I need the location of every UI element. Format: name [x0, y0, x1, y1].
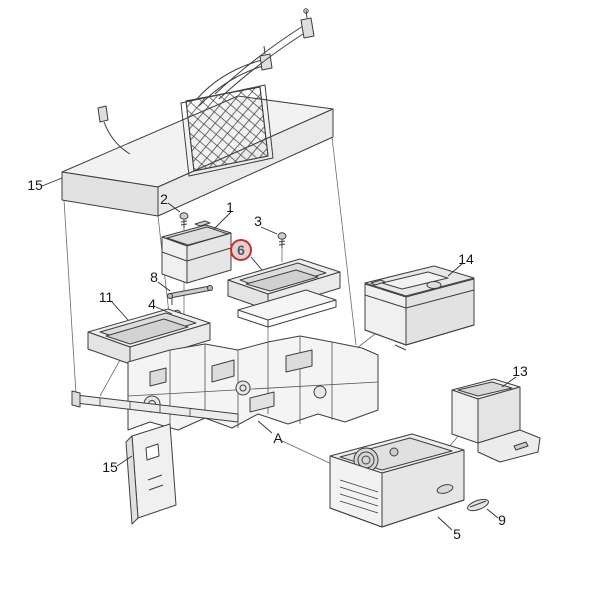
center-frame — [127, 335, 379, 431]
part-11-tray — [87, 308, 211, 365]
part-13-bracket — [451, 378, 541, 463]
part-8-bracket — [167, 285, 213, 305]
mounting-rail — [71, 390, 239, 423]
part-label-5[interactable]: 5 — [453, 526, 461, 542]
part-label-8[interactable]: 8 — [150, 269, 158, 285]
part-label-11[interactable]: 11 — [98, 289, 114, 305]
part-label-1[interactable]: 1 — [226, 199, 234, 215]
part-3-screw — [277, 232, 287, 248]
part-15-side-panel — [125, 423, 177, 525]
part-label-13[interactable]: 13 — [512, 363, 528, 379]
part-label-4[interactable]: 4 — [148, 296, 156, 312]
part-14-console-unit — [364, 265, 475, 351]
part-label-15-top[interactable]: 15 — [27, 177, 43, 193]
ref-label-A[interactable]: A — [273, 430, 283, 446]
part-15-shelf-with-net — [61, 8, 334, 217]
part-2-screw — [179, 212, 189, 228]
part-label-14[interactable]: 14 — [458, 251, 474, 267]
part-label-6-highlighted[interactable]: 6 — [230, 239, 252, 261]
part-1-box — [161, 220, 232, 284]
part-5-storage-bin — [329, 433, 465, 528]
part-6-tray — [227, 258, 341, 328]
part-label-9[interactable]: 9 — [498, 512, 506, 528]
part-9-cap — [467, 498, 489, 512]
part-label-15-bottom[interactable]: 15 — [102, 459, 118, 475]
leader-lines — [41, 177, 517, 531]
part-label-3[interactable]: 3 — [254, 213, 262, 229]
part-label-2[interactable]: 2 — [160, 191, 168, 207]
